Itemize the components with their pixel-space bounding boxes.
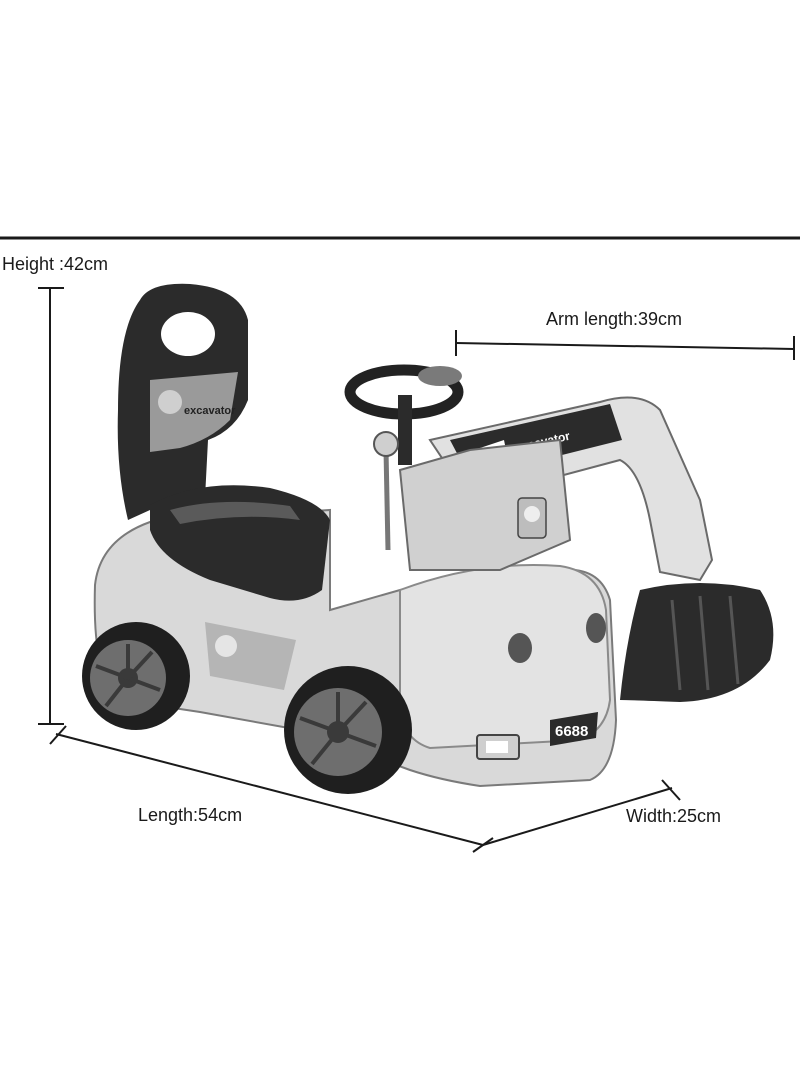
lever-knob bbox=[373, 431, 399, 457]
excavator-bucket bbox=[620, 583, 774, 702]
ride-on-excavator-toy: excavator 6688 excavator bbox=[82, 283, 774, 794]
height-label: Height :42cm bbox=[2, 254, 109, 274]
license-plate bbox=[550, 712, 598, 746]
height-dimension-line bbox=[38, 287, 64, 725]
headlight-right bbox=[586, 613, 606, 643]
arm-length-dimension-line bbox=[455, 330, 795, 360]
length-label: Length:54cm bbox=[138, 805, 243, 825]
width-dimension-line bbox=[482, 779, 681, 846]
plate-number: 6688 bbox=[555, 723, 588, 740]
seat-decal-text: excavator bbox=[184, 405, 236, 417]
seat-handle-hole bbox=[161, 312, 215, 356]
headlight-left bbox=[508, 633, 532, 663]
width-label: Width:25cm bbox=[626, 806, 722, 826]
arm-length-label: Arm length:39cm bbox=[546, 309, 683, 329]
control-lever bbox=[383, 449, 391, 551]
